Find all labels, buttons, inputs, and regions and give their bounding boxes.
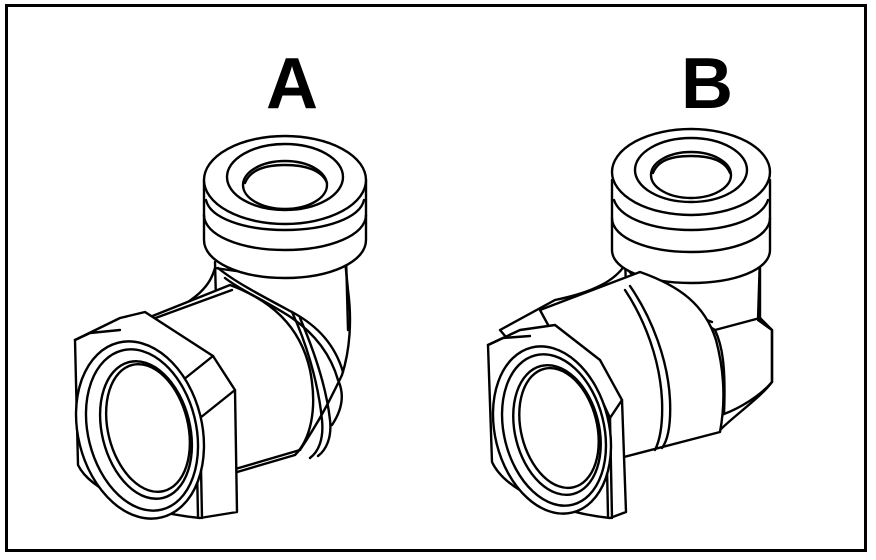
fitting-a-top-bore-depth bbox=[243, 163, 329, 185]
fitting-a-tube-right bbox=[344, 253, 350, 332]
fitting-b-front-rim-2 bbox=[500, 353, 608, 507]
label-a: A bbox=[266, 44, 318, 124]
fitting-b-barrel-ring bbox=[623, 288, 664, 452]
fitting-a-hex-edge-5 bbox=[73, 328, 122, 342]
fitting-b-top-socket-ring bbox=[610, 216, 772, 254]
fitting-a-seam-ring-2 bbox=[298, 316, 332, 458]
fitting-a bbox=[73, 134, 368, 520]
fitting-a-top-socket-ring-2 bbox=[204, 198, 366, 232]
fitting-a-front-bore-2 bbox=[104, 362, 192, 494]
fitting-a-seam-ring bbox=[290, 310, 324, 460]
fitting-b-barrel bbox=[538, 270, 725, 460]
fitting-b-top-socket-ring-2 bbox=[612, 198, 770, 232]
fitting-b-top-rim-inner bbox=[633, 136, 749, 204]
fitting-b-front-bore bbox=[512, 363, 602, 497]
fitting-a-seam-low bbox=[330, 378, 344, 427]
fitting-b-front-bore-2 bbox=[518, 366, 600, 490]
fitting-b-barrel-ring-2 bbox=[628, 284, 672, 450]
fitting-b-boss bbox=[713, 316, 774, 416]
fitting-a-top-rim bbox=[202, 134, 368, 226]
fitting-b bbox=[486, 127, 774, 520]
fitting-a-hex-edge-1 bbox=[181, 354, 215, 382]
fitting-a-front-rim-2 bbox=[84, 348, 200, 512]
fitting-a-top-bore bbox=[241, 159, 329, 211]
fitting-a-barrel-line-top bbox=[148, 288, 234, 322]
fitting-a-front-bore bbox=[98, 360, 194, 500]
fitting-b-hex-edge-4 bbox=[486, 334, 532, 347]
fitting-b-top-bore-depth bbox=[651, 154, 732, 175]
fitting-a-top-socket-ring bbox=[202, 213, 368, 252]
fitting-a-barrel-line-bottom bbox=[223, 448, 302, 474]
fitting-b-top-bore bbox=[649, 150, 733, 200]
label-b: B bbox=[681, 44, 733, 124]
